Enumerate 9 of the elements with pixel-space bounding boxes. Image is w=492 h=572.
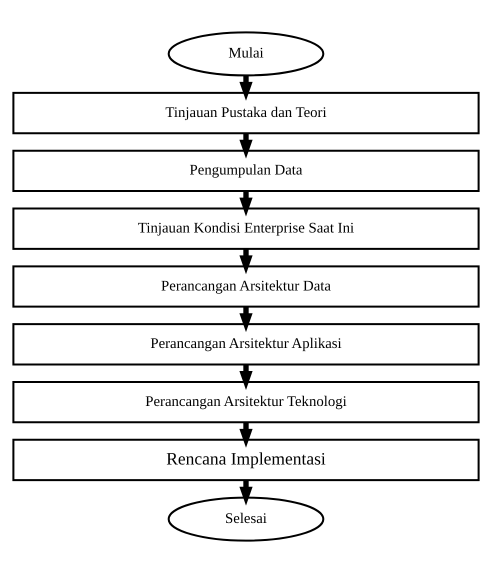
- node-box: Rencana Implementasi: [12, 438, 480, 481]
- node-box: Perancangan Arsitektur Teknologi: [12, 380, 480, 423]
- node-ellipse: Selesai: [168, 496, 324, 542]
- node-box: Tinjauan Pustaka dan Teori: [12, 91, 480, 134]
- node-box: Perancangan Arsitektur Data: [12, 264, 480, 308]
- node-box: Tinjauan Kondisi Enterprise Saat Ini: [12, 207, 480, 250]
- node-ellipse: Mulai: [168, 30, 324, 76]
- node-box: Perancangan Arsitektur Aplikasi: [12, 322, 480, 365]
- node-box: Pengumpulan Data: [12, 149, 480, 192]
